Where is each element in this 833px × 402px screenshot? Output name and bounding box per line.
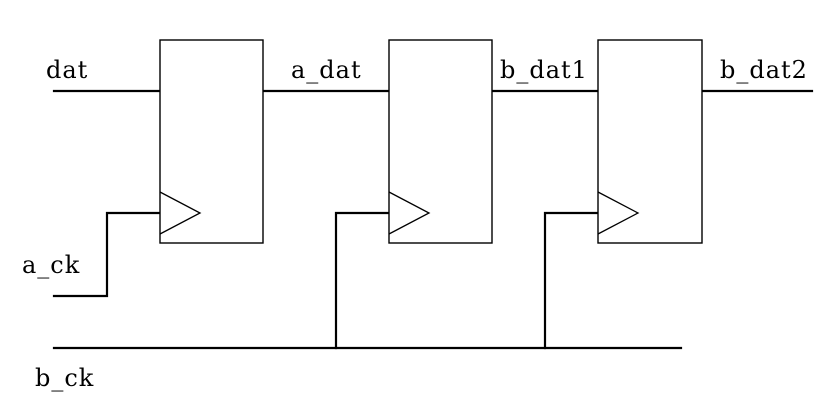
flip-flop-2-clock-triangle <box>388 191 431 235</box>
flip-flop-2 <box>388 39 493 244</box>
label-b-ck: b_ck <box>35 364 95 392</box>
wire-b-ck-tap-1 <box>334 211 391 350</box>
flip-flop-1-clock-triangle <box>159 191 202 235</box>
flip-flop-3-body <box>597 39 703 244</box>
wire-b-ck-tap-2 <box>543 211 600 350</box>
flip-flop-1 <box>159 39 264 244</box>
flip-flop-1-body <box>159 39 264 244</box>
flip-flop-3 <box>597 39 703 244</box>
flip-flop-3-clock-triangle <box>597 191 640 235</box>
flip-flop-2-body <box>388 39 493 244</box>
label-b-dat2: b_dat2 <box>720 56 808 84</box>
label-dat: dat <box>46 56 89 84</box>
label-a-ck: a_ck <box>22 251 81 279</box>
wire-a-ck <box>52 211 162 298</box>
label-a-dat: a_dat <box>291 56 362 84</box>
label-b-dat1: b_dat1 <box>500 56 588 84</box>
